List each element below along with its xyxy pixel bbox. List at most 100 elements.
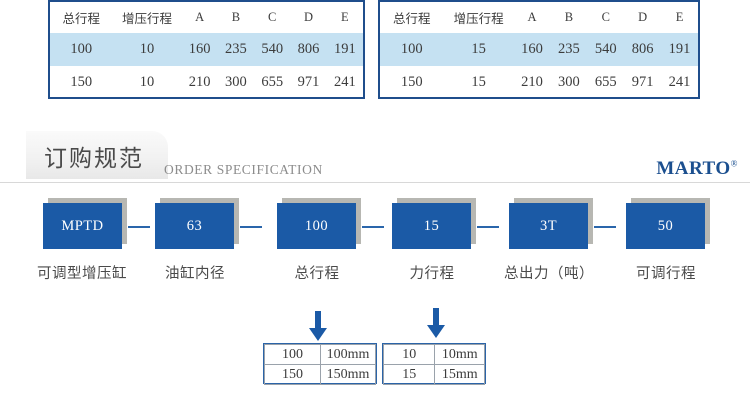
flow-connector: [594, 226, 616, 228]
table-cell: 15: [443, 33, 514, 66]
table-cell: 300: [558, 74, 580, 90]
flow-node-model[interactable]: MPTD: [43, 198, 127, 249]
option-table: 100 100mm 150 150mm: [263, 344, 376, 385]
table-cell: 540: [254, 33, 291, 66]
flow-label-force-stroke: 力行程: [409, 266, 455, 282]
column-header: A: [195, 10, 205, 24]
table-cell: 971: [297, 74, 320, 90]
option-table-total-stroke: 100 100mm 150 150mm: [263, 343, 377, 385]
table-cell: 10: [382, 344, 436, 365]
table-cell: 160: [513, 33, 551, 66]
column-header: C: [601, 10, 610, 24]
column-header: E: [675, 10, 684, 24]
column-header: A: [527, 10, 537, 24]
table-header-row: 总行程 增压行程 A B C D E: [380, 2, 698, 33]
column-header: 增压行程: [122, 12, 173, 26]
table-cell: 150: [70, 74, 93, 90]
table-cell: 100: [380, 33, 444, 66]
table-cell: 210: [188, 74, 211, 90]
column-header: 总行程: [62, 12, 101, 26]
table-cell: 150mm: [320, 364, 376, 385]
brand-logo: MARTO®: [656, 158, 738, 180]
column-header: B: [564, 10, 574, 24]
node-value: 15: [392, 203, 471, 249]
table-cell: 10: [139, 74, 155, 90]
table-cell: 806: [624, 33, 662, 66]
order-code-flow: MPTD 可调型增压缸 63 油缸内径 100 总行程 15 力行程 3T 总出…: [0, 190, 750, 295]
page-title: 订购规范: [44, 146, 144, 171]
table-cell: 15mm: [434, 364, 485, 385]
option-table-force-stroke: 10 10mm 15 15mm: [382, 343, 486, 385]
table-cell: 241: [668, 74, 691, 90]
flow-connector: [477, 226, 499, 228]
flow-connector: [240, 226, 262, 228]
spec-table: 总行程 增压行程 A B C D E 100 10 160 235 540 80…: [50, 2, 363, 99]
table-cell: 540: [587, 33, 625, 66]
table-cell: 655: [594, 74, 617, 90]
node-value: MPTD: [43, 203, 122, 249]
table-row: 100 15 160 235 540 806 191: [380, 33, 698, 66]
table-cell: 210: [521, 74, 543, 90]
table-cell: 971: [631, 74, 654, 90]
table-cell: 300: [225, 74, 247, 90]
table-cell: 191: [326, 33, 363, 66]
registered-mark-icon: ®: [730, 158, 738, 169]
table-header-row: 总行程 增压行程 A B C D E: [50, 2, 363, 33]
column-header: B: [231, 10, 241, 24]
table-cell: 235: [217, 33, 255, 66]
table-cell: 100mm: [320, 344, 376, 365]
header-divider: [0, 182, 750, 183]
table-cell: 655: [261, 74, 284, 90]
spec-tables-region: 总行程 增压行程 A B C D E 100 10 160 235 540 80…: [0, 0, 750, 110]
node-value: 100: [277, 203, 356, 249]
flow-node-adjust-stroke[interactable]: 50: [626, 198, 710, 249]
table-row: 100 100mm: [263, 344, 376, 365]
table-row: 10 10mm: [382, 344, 485, 365]
node-value: 63: [155, 203, 234, 249]
table-cell: 150: [400, 74, 423, 90]
spec-table: 总行程 增压行程 A B C D E 100 15 160 235 540 80…: [380, 2, 698, 99]
table-cell: 191: [661, 33, 698, 66]
node-value: 3T: [509, 203, 588, 249]
flow-label-output: 总出力（吨）: [504, 266, 594, 282]
down-arrow-icon-force-stroke: [427, 308, 445, 338]
column-header: D: [638, 10, 648, 24]
page-subtitle: ORDER SPECIFICATION: [164, 162, 323, 177]
table-row: 100 10 160 235 540 806 191: [50, 33, 363, 66]
flow-label-adjust-stroke: 可调行程: [636, 266, 696, 282]
table-cell: 806: [290, 33, 327, 66]
column-header: E: [341, 10, 349, 24]
table-row: 150 10 210 300 655 971 241: [50, 66, 363, 99]
flow-connector: [128, 226, 150, 228]
table-row: 150 150mm: [263, 364, 376, 385]
flow-node-output[interactable]: 3T: [509, 198, 593, 249]
table-cell: 15: [471, 74, 486, 90]
table-cell: 10mm: [434, 344, 485, 365]
flow-label-total-stroke: 总行程: [294, 266, 340, 282]
flow-node-force-stroke[interactable]: 15: [392, 198, 476, 249]
table-cell: 235: [550, 33, 588, 66]
table-cell: 160: [181, 33, 218, 66]
spec-table-15: 总行程 增压行程 A B C D E 100 15 160 235 540 80…: [378, 0, 700, 99]
flow-node-bore[interactable]: 63: [155, 198, 239, 249]
table-cell: 150: [263, 364, 322, 385]
table-cell: 100: [263, 344, 322, 365]
flow-connector: [362, 226, 384, 228]
table-row: 150 15 210 300 655 971 241: [380, 66, 698, 99]
down-arrow-icon-total-stroke: [309, 311, 327, 341]
flow-label-model: 可调型增压缸: [37, 266, 127, 282]
flow-label-bore: 油缸内径: [165, 266, 225, 282]
table-cell: 10: [112, 33, 182, 66]
table-cell: 241: [333, 74, 356, 90]
table-cell: 15: [382, 364, 436, 385]
spec-table-10: 总行程 增压行程 A B C D E 100 10 160 235 540 80…: [48, 0, 365, 99]
title-backdrop: [26, 131, 168, 179]
table-cell: 100: [50, 33, 113, 66]
column-header: 总行程: [393, 12, 431, 26]
column-header: 增压行程: [453, 12, 504, 26]
option-table: 10 10mm 15 15mm: [382, 344, 485, 385]
column-header: D: [303, 10, 313, 24]
flow-node-total-stroke[interactable]: 100: [277, 198, 361, 249]
brand-name: MARTO: [656, 158, 731, 179]
node-value: 50: [626, 203, 705, 249]
